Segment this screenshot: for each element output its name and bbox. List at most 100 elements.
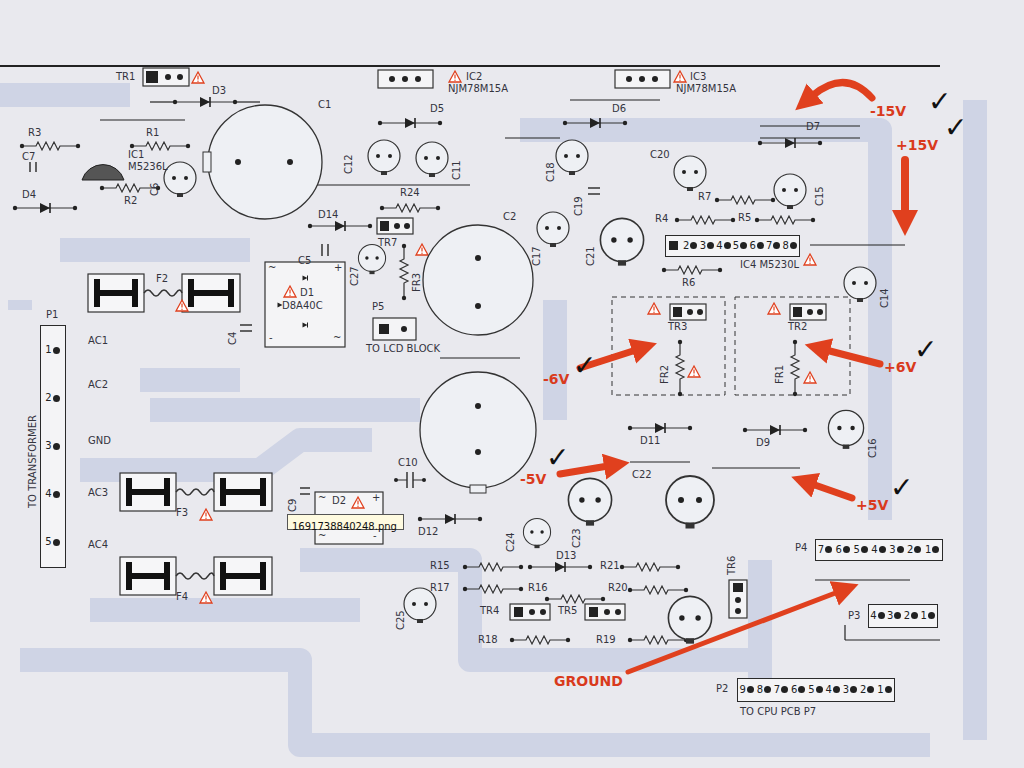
pin: 5 [41, 518, 64, 566]
filename-text: 1691738840248.png [288, 520, 401, 534]
part-label: FR1 [775, 365, 785, 384]
pin: 4 [870, 540, 888, 559]
pin: 4 [41, 470, 64, 518]
voltage-label: -5V [520, 472, 546, 486]
filename-tooltip: 1691738840248.png [287, 514, 404, 530]
part-label: ~ [318, 531, 326, 541]
pin: 7 [816, 540, 834, 559]
part-label: TO LCD BLOCK [366, 344, 440, 354]
pin-number: 2 [860, 685, 866, 695]
part-label: C18 [546, 162, 556, 182]
part-label: D3 [212, 86, 226, 96]
connector-block: 1 2 3 45 [40, 325, 66, 568]
part-label: ~ [318, 493, 326, 503]
pin: 6 [790, 679, 807, 700]
pin-number: 2 [907, 545, 913, 555]
voltage-label: +15V [896, 138, 938, 152]
pin: 3 [887, 540, 905, 559]
pin: 2 [41, 374, 64, 422]
pin-pad [690, 242, 697, 249]
pin-pad [932, 546, 939, 553]
pin-pad [867, 686, 874, 693]
part-label: AC2 [88, 380, 108, 390]
pin-number: 2 [45, 393, 51, 403]
part-label: C15 [815, 186, 825, 206]
part-label: C6 [150, 183, 160, 196]
part-label: TR5 [558, 606, 577, 616]
part-label: TR2 [788, 322, 807, 332]
pin-pad [850, 686, 857, 693]
pin: 9 [738, 679, 755, 700]
pin-number: 3 [45, 441, 51, 451]
part-label: D14 [318, 210, 338, 220]
pin-pad [894, 612, 901, 619]
pin-number: 3 [843, 685, 849, 695]
pin-pad [764, 686, 771, 693]
pin-number: 7 [774, 685, 780, 695]
pin-pad [885, 686, 892, 693]
check-mark: ✓ [944, 114, 967, 142]
part-label: C12 [344, 154, 354, 174]
pin: 5 [732, 236, 749, 255]
pin: 3 [699, 236, 716, 255]
part-label: FR3 [412, 273, 422, 292]
connector-block: 7654321 [815, 539, 943, 561]
part-label: P2 [716, 684, 728, 694]
part-label: ~ [268, 263, 276, 273]
part-label: ~ [333, 333, 341, 343]
check-mark: ✓ [546, 444, 569, 472]
part-label: P3 [848, 611, 860, 621]
part-label: C27 [350, 266, 360, 286]
pin-number: 7 [818, 545, 824, 555]
pin: 1 [41, 326, 64, 374]
part-label: C11 [452, 160, 462, 180]
part-label: R6 [682, 278, 695, 288]
part-label: C4 [228, 332, 238, 345]
part-label: IC4 M5230L [740, 260, 799, 270]
pin-number: 8 [757, 685, 763, 695]
pin-number: 1 [877, 685, 883, 695]
part-label: R15 [430, 561, 450, 571]
part-label: R4 [655, 214, 668, 224]
part-label: R1 [146, 128, 159, 138]
voltage-label: +5V [856, 498, 888, 512]
part-label: IC2 [466, 72, 482, 82]
part-label: C21 [586, 246, 596, 266]
part-label: D7 [806, 122, 820, 132]
pin-number: 4 [716, 241, 722, 251]
pin-pad [833, 686, 840, 693]
pin-number: 2 [683, 241, 689, 251]
voltage-label: -15V [870, 104, 906, 118]
pin-pad [843, 546, 850, 553]
part-label: GND [88, 436, 111, 446]
part-label: R7 [698, 192, 711, 202]
pin-number: 2 [904, 611, 910, 621]
pin-number: 4 [871, 545, 877, 555]
pin-number: 8 [783, 241, 789, 251]
pin: 1 [919, 605, 936, 626]
part-label: - [373, 531, 377, 541]
part-label: TR1 [116, 72, 135, 82]
part-label: R24 [400, 188, 420, 198]
wire [100, 100, 940, 640]
part-label: C23 [572, 528, 582, 548]
check-mark: ✓ [573, 352, 596, 380]
part-label: F4 [176, 592, 188, 602]
pin: 1 [923, 540, 941, 559]
voltage-label: +6V [884, 360, 916, 374]
part-label: NJM78M15A [448, 84, 508, 94]
part-label: C10 [398, 458, 418, 468]
copper-trace [0, 95, 975, 745]
pin-pad [740, 242, 747, 249]
part-label: AC3 [88, 488, 108, 498]
part-label: C20 [650, 150, 670, 160]
part-label: D6 [612, 104, 626, 114]
part-label: D4 [22, 190, 36, 200]
pin-pad [53, 347, 60, 354]
pin: 4 [824, 679, 841, 700]
pin: 3 [41, 422, 64, 470]
part-label: R19 [596, 635, 616, 645]
part-label: C25 [396, 610, 406, 630]
pin-pad [53, 443, 60, 450]
